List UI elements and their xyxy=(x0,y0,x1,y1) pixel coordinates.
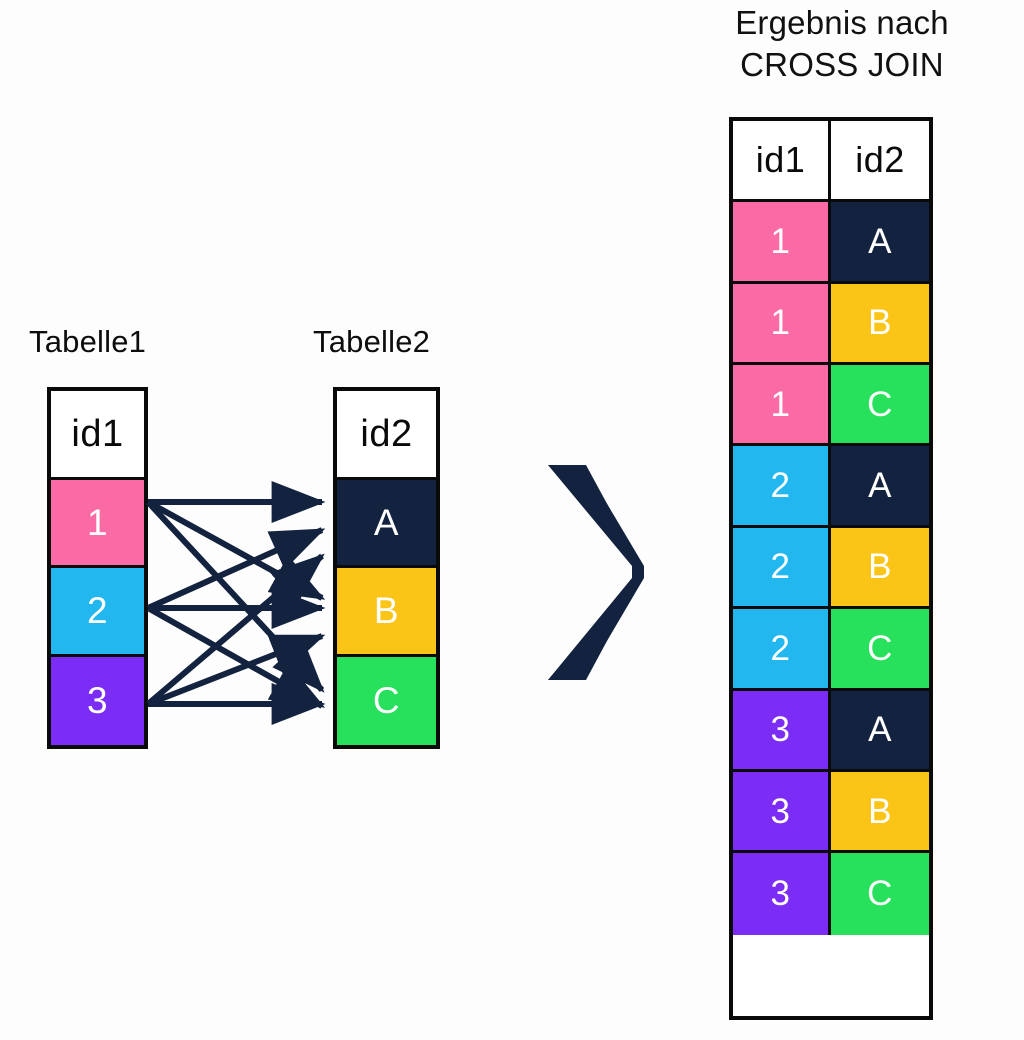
table1-header-id1: id1 xyxy=(51,391,144,480)
table2-row-b: B xyxy=(337,568,436,657)
table-row: 3 A xyxy=(733,690,929,772)
table-row: 2 C xyxy=(733,609,929,691)
table1-row-3: 3 xyxy=(51,656,144,745)
result-cell-id1: 3 xyxy=(733,690,831,772)
table2-label: Tabelle2 xyxy=(313,324,431,359)
result-cell-id2: B xyxy=(831,527,929,610)
result-header-id1: id1 xyxy=(733,121,831,203)
result-cell-id2: B xyxy=(831,283,929,366)
result-cell-id1: 1 xyxy=(733,283,831,366)
result-cell-id1: 1 xyxy=(733,365,831,447)
result-cell-id1: 2 xyxy=(733,609,831,691)
result-cell-id1: 3 xyxy=(733,853,831,935)
table-row: 2 B xyxy=(733,527,929,610)
result-cell-id2: A xyxy=(831,690,929,772)
result-cell-id2: C xyxy=(831,609,929,691)
table2-header-id2: id2 xyxy=(337,391,436,480)
result-cell-id2: B xyxy=(831,771,929,854)
result-cell-id2: C xyxy=(831,853,929,935)
table-row: 2 A xyxy=(733,446,929,528)
result-cell-id2: C xyxy=(831,365,929,447)
result-table: id1 id2 1 A 1 B 1 C 2 A 2 B 2 C 3 xyxy=(729,117,933,1020)
table-row: 3 C xyxy=(733,853,929,935)
table1-row-1: 1 xyxy=(51,479,144,568)
result-cell-id1: 2 xyxy=(733,446,831,528)
chevron-right-icon xyxy=(548,465,644,680)
table2: id2 A B C xyxy=(333,387,440,749)
table1-row-2: 2 xyxy=(51,568,144,657)
result-header-id2: id2 xyxy=(831,121,929,203)
table2-row-a: A xyxy=(337,479,436,568)
table-row: 3 B xyxy=(733,771,929,854)
table1-label: Tabelle1 xyxy=(29,324,147,359)
table-row: 1 B xyxy=(733,283,929,366)
table2-row-c: C xyxy=(337,656,436,745)
table1: id1 1 2 3 xyxy=(47,387,148,749)
result-header-row: id1 id2 xyxy=(733,121,929,203)
table-row: 1 C xyxy=(733,365,929,447)
result-cell-id1: 1 xyxy=(733,202,831,284)
result-cell-id1: 3 xyxy=(733,771,831,854)
result-title: Ergebnis nach CROSS JOIN xyxy=(735,4,949,83)
result-cell-id2: A xyxy=(831,202,929,284)
table-row: 1 A xyxy=(733,202,929,284)
result-cell-id1: 2 xyxy=(733,527,831,610)
result-cell-id2: A xyxy=(831,446,929,528)
